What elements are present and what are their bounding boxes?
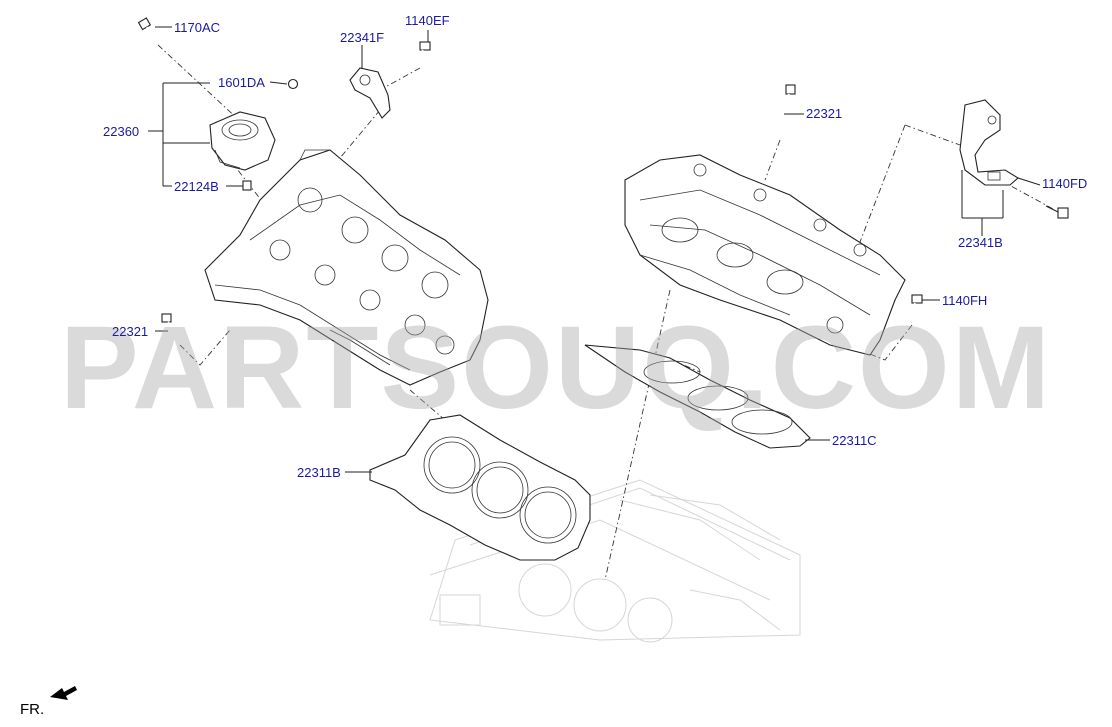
label-22341F[interactable]: 22341F [340, 30, 384, 45]
part-labels[interactable]: 1170AC 1601DA 22360 22124B 22341F 1140EF… [103, 13, 1087, 480]
label-22341B[interactable]: 22341B [958, 235, 1003, 250]
bolt-22321-right[interactable] [775, 84, 796, 141]
right-cylinder-head[interactable] [624, 154, 906, 356]
left-head-gasket[interactable] [369, 414, 591, 561]
plug-1601DA[interactable] [287, 78, 299, 90]
label-22321-left[interactable]: 22321 [112, 324, 148, 339]
dowel-22124B[interactable] [242, 180, 252, 191]
bolt-1140FH[interactable] [907, 294, 923, 327]
front-indicator: FR. [20, 686, 77, 718]
label-22321-right[interactable]: 22321 [806, 106, 842, 121]
front-arrow-icon [50, 686, 77, 700]
label-1140EF[interactable]: 1140EF [405, 13, 450, 28]
label-1140FH[interactable]: 1140FH [942, 293, 987, 308]
right-head-gasket[interactable] [584, 344, 811, 449]
label-22124B[interactable]: 22124B [174, 179, 219, 194]
watermark-text: PARTSOUQ.COM [60, 302, 1052, 434]
front-indicator-text: FR. [20, 701, 44, 718]
housing-assembly[interactable] [209, 111, 276, 171]
label-22360[interactable]: 22360 [103, 124, 139, 139]
label-22311B[interactable]: 22311B [297, 465, 341, 480]
bracket-right[interactable] [959, 99, 1019, 186]
left-cylinder-head[interactable] [204, 149, 489, 386]
leader-lines [148, 26, 1041, 473]
label-1140FD[interactable]: 1140FD [1042, 176, 1087, 191]
label-22311C[interactable]: 22311C [832, 433, 877, 448]
label-1601DA[interactable]: 1601DA [218, 75, 265, 90]
bolt-1140EF[interactable] [414, 41, 431, 69]
bracket-left[interactable] [349, 67, 391, 119]
label-1170AC[interactable]: 1170AC [174, 20, 220, 35]
bolt-1170AC[interactable] [137, 17, 161, 53]
bolt-22321-left[interactable] [161, 313, 186, 347]
bolt-1140FD[interactable] [1045, 205, 1069, 219]
